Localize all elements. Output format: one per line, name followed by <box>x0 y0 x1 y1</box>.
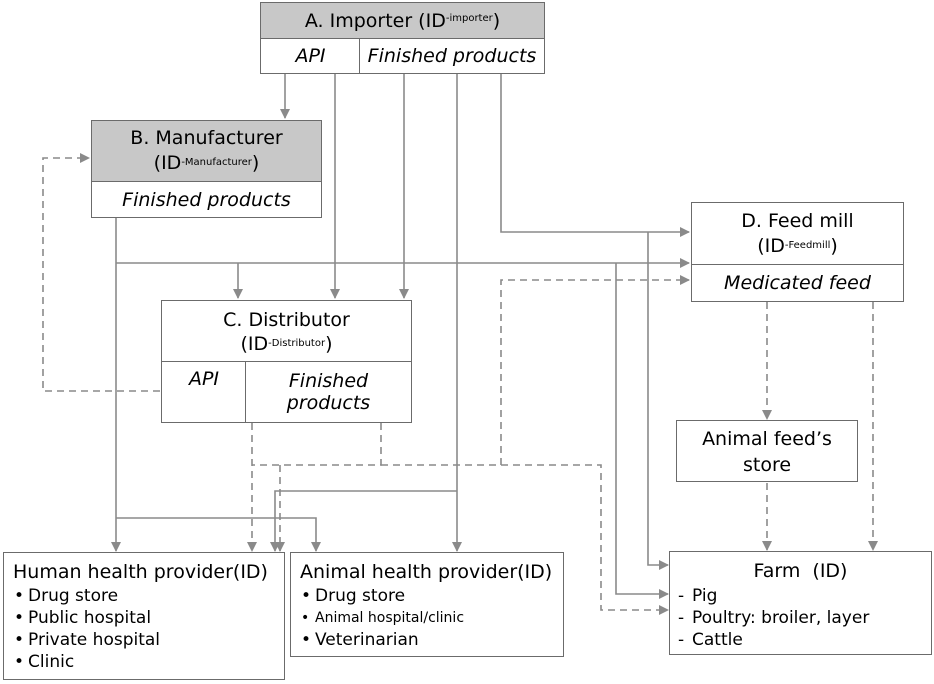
dashed-branch-to-feedmill <box>500 275 690 465</box>
animal-provider-title: Animal health provider(ID) <box>300 561 553 583</box>
arrow-manufacturer-to-farm <box>615 263 669 599</box>
list-item: •Veterinarian <box>301 630 419 650</box>
list-item: •Drug store <box>14 586 119 606</box>
list-item: •Public hospital <box>14 608 152 628</box>
list-item: •Animal hospital/clinic <box>301 610 465 626</box>
farm-box: Farm (ID) -Pig -Poultry: broiler, layer … <box>669 551 932 655</box>
list-item: •Clinic <box>14 652 75 672</box>
animal-provider-list: •Drug store •Animal hospital/clinic •Vet… <box>301 585 464 651</box>
feedmill-id: (ID-Feedmill) <box>757 235 838 257</box>
feedmill-header: D. Feed mill (ID-Feedmill) <box>691 202 904 266</box>
human-provider-list: •Drug store •Public hospital •Private ho… <box>14 585 160 673</box>
importer-header: A. Importer (ID-importer) <box>260 2 545 40</box>
manufacturer-header: B. Manufacturer (ID-Manufacturer) <box>91 120 322 183</box>
human-provider-title: Human health provider(ID) <box>13 561 268 583</box>
animal-provider-box: Animal health provider(ID) •Drug store •… <box>290 552 564 657</box>
list-item: •Drug store <box>301 586 406 606</box>
dashed-distributor-to-manufacturer <box>42 153 160 392</box>
arrow-branch-to-animal-provider <box>116 517 321 552</box>
arrow-importer-to-human-provider <box>270 490 457 552</box>
farm-list: -Pig -Poultry: broiler, layer -Cattle <box>678 585 869 651</box>
feedmill-medicated-cell: Medicated feed <box>691 264 904 302</box>
list-item: -Cattle <box>678 630 743 650</box>
list-item: •Private hospital <box>14 630 161 650</box>
dashed-branch-to-farm <box>381 464 669 615</box>
feedmill-title: D. Feed mill <box>741 210 854 232</box>
arrow-importer-to-feedmill <box>500 74 690 237</box>
farm-title: Farm (ID) <box>753 560 848 582</box>
distributor-api-cell: API <box>161 361 247 423</box>
list-item: -Pig <box>678 586 718 606</box>
list-item: -Poultry: broiler, layer <box>678 608 870 628</box>
distributor-header: C. Distributor (ID-Distributor) <box>161 300 412 363</box>
importer-api-cell: API <box>260 38 361 74</box>
manufacturer-id: (ID-Manufacturer) <box>153 152 260 174</box>
manufacturer-finished-cell: Finished products <box>91 181 322 218</box>
arrow-feedmill-region-to-farm-1 <box>647 232 669 570</box>
dashed-distributor-finished-to-feedmill <box>252 423 382 466</box>
importer-finished-cell: Finished products <box>359 38 545 74</box>
distributor-title: C. Distributor <box>223 309 350 331</box>
distributor-id: (ID-Distributor) <box>240 333 333 355</box>
human-provider-box: Human health provider(ID) •Drug store •P… <box>3 552 285 680</box>
manufacturer-title: B. Manufacturer <box>130 127 283 149</box>
importer-title: A. Importer (ID-importer) <box>304 10 501 32</box>
